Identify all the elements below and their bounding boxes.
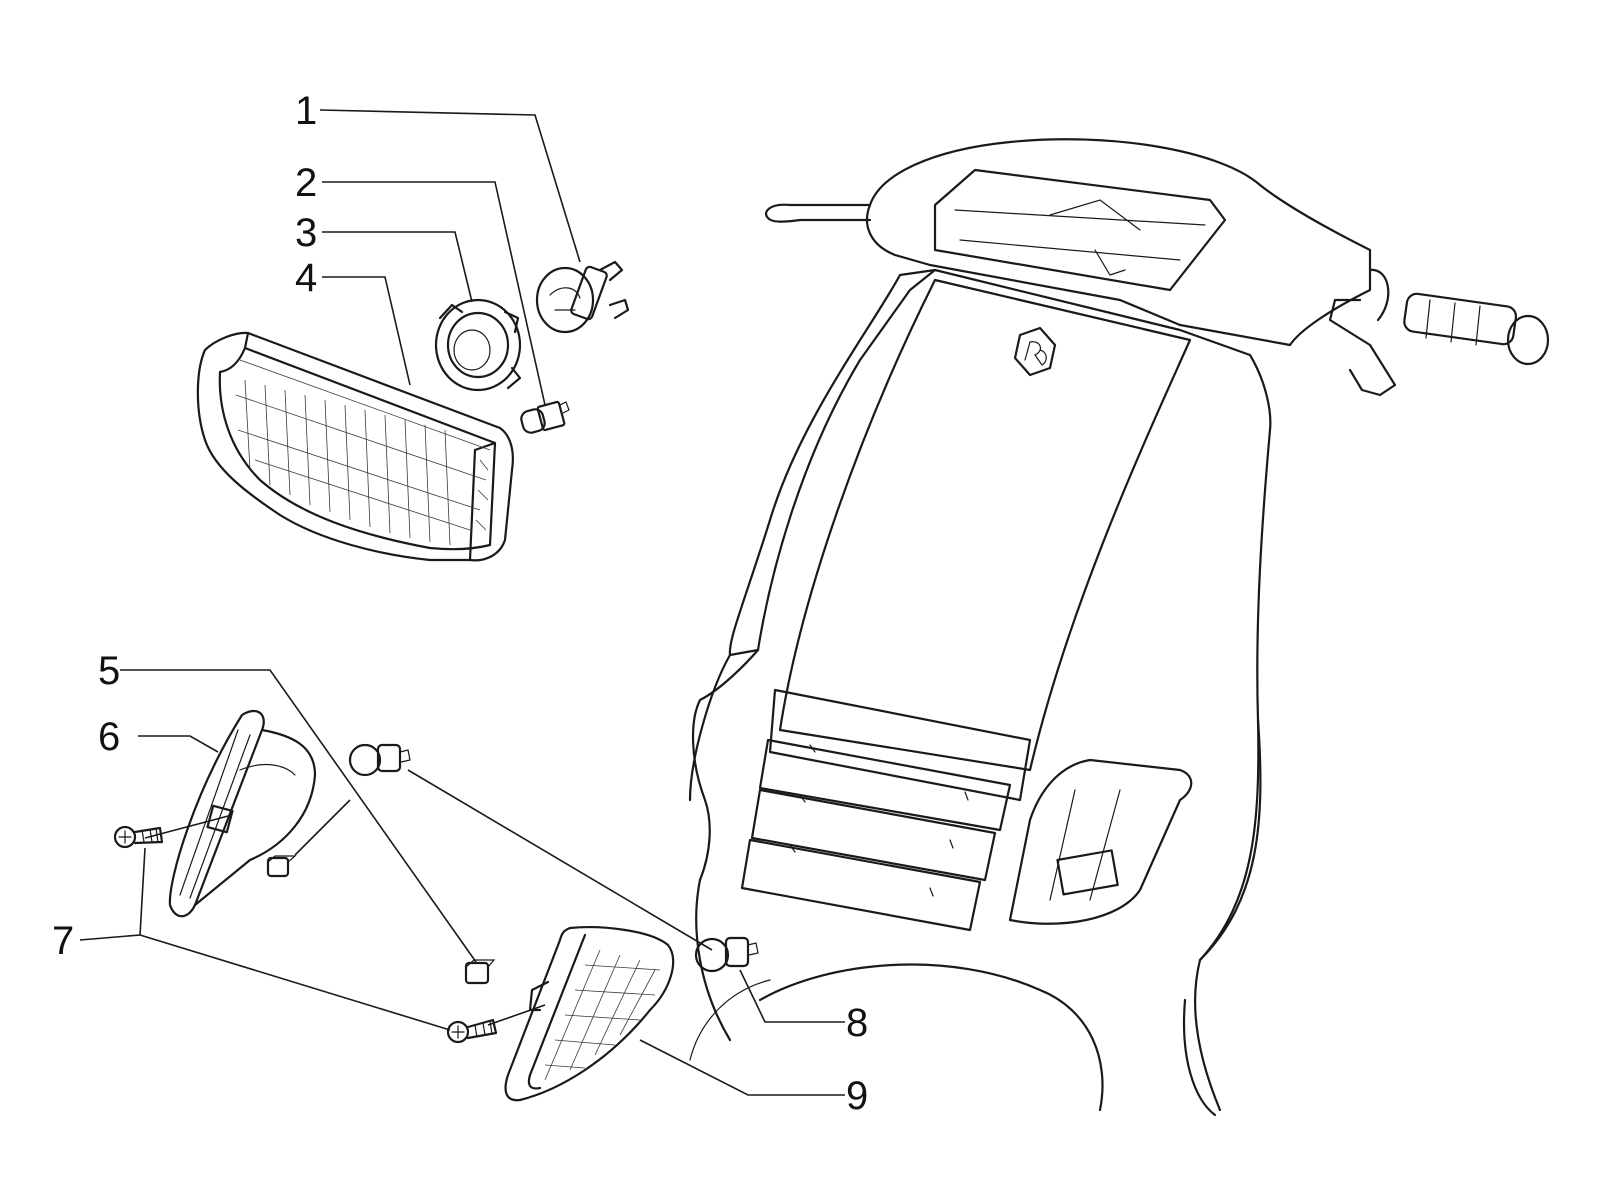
part-5-clip-nut xyxy=(266,855,496,985)
callout-6: 6 xyxy=(98,715,120,759)
part-3-bulb-holder xyxy=(434,298,522,392)
callout-1: 1 xyxy=(295,89,317,133)
part-8-turn-signal-bulbs xyxy=(348,743,759,973)
callout-9: 9 xyxy=(846,1074,868,1118)
callout-8: 8 xyxy=(846,1001,868,1045)
part-6-left-turn-signal-lens xyxy=(168,709,317,918)
scooter-front-body xyxy=(688,138,1550,1117)
part-2-parking-bulb xyxy=(520,400,570,434)
callout-7: 7 xyxy=(52,919,74,963)
part-7-screws xyxy=(113,825,498,1044)
callout-3: 3 xyxy=(295,211,317,255)
part-1-headlight-bulb xyxy=(535,260,630,334)
callout-4: 4 xyxy=(295,256,317,300)
right-grip xyxy=(1328,268,1550,397)
part-4-headlight-assembly xyxy=(196,331,514,562)
piaggio-shield-icon xyxy=(1013,326,1057,377)
part-9-right-turn-signal-lens xyxy=(504,926,675,1102)
callout-labels: 1 2 3 4 5 6 7 8 9 xyxy=(52,89,868,1118)
callout-5: 5 xyxy=(98,649,120,693)
leader-lines xyxy=(79,109,845,1096)
callout-2: 2 xyxy=(295,161,317,205)
